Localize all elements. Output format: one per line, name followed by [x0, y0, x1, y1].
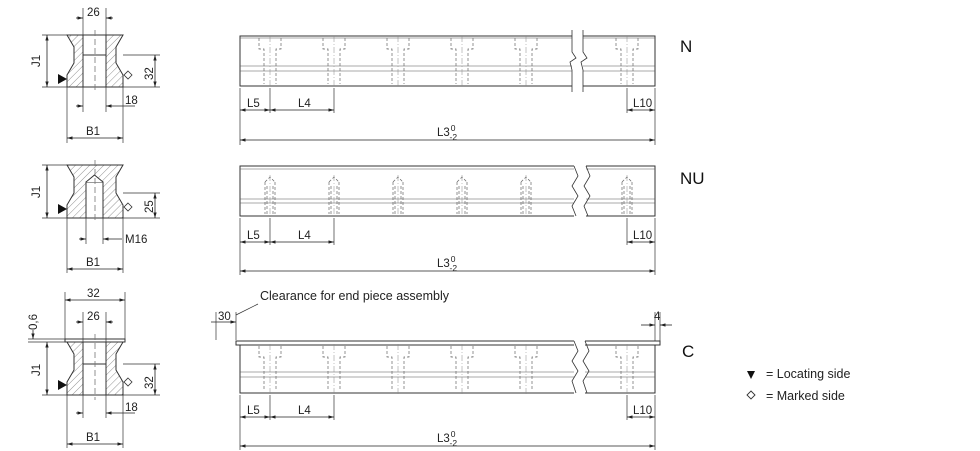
- type-label: N: [680, 37, 692, 56]
- hole: [520, 175, 532, 217]
- threaded-holes: [264, 175, 633, 217]
- hole: [514, 36, 538, 87]
- section-nu: J1 25 M16 B1: [31, 160, 160, 273]
- l10-label: L10: [633, 98, 652, 110]
- l10-label: L10: [633, 405, 652, 417]
- mounting-holes: [258, 344, 639, 394]
- marked-side-icon: [123, 70, 133, 80]
- width-label: B1: [86, 257, 100, 269]
- rail-n: L5 L4 L10 L30-2 N: [239, 30, 692, 145]
- l5-label: L5: [247, 405, 260, 417]
- section-n: 26 J1 32 18 B1: [31, 7, 160, 143]
- locating-side-icon: [58, 204, 67, 214]
- length-label: L30-2: [437, 429, 457, 448]
- hole: [450, 344, 474, 394]
- legend-locating: = Locating side: [766, 367, 850, 381]
- section-c: 32 26 0,6 J1 32 18 B1: [28, 288, 160, 448]
- end-clearance-right: 4: [654, 311, 661, 323]
- cap-height-label: 0,6: [28, 314, 40, 330]
- width-label: B1: [86, 432, 100, 444]
- mounting-holes: [258, 36, 639, 87]
- locating-side-icon: [58, 74, 67, 84]
- hole: [450, 36, 474, 87]
- l10-label: L10: [633, 230, 652, 242]
- hole: [514, 344, 538, 394]
- rail-nu: L5 L4 L10 L30-2 NU: [239, 160, 705, 275]
- clearance-note: Clearance for end piece assembly: [260, 289, 450, 303]
- hole: [615, 36, 639, 87]
- top-width-label: 26: [87, 311, 100, 323]
- marked-side-icon: [746, 390, 756, 400]
- width-label: B1: [86, 126, 100, 138]
- l5-label: L5: [247, 230, 260, 242]
- height-label: J1: [31, 186, 43, 198]
- hole: [264, 175, 276, 217]
- marked-side-icon: [123, 202, 133, 212]
- legend-marked: = Marked side: [766, 389, 845, 403]
- locating-side-icon: [58, 380, 67, 390]
- hole: [615, 344, 639, 394]
- hole: [322, 344, 346, 394]
- height-dim-label: 32: [144, 376, 156, 389]
- length-label: L30-2: [437, 254, 457, 273]
- locating-side-icon: [747, 371, 755, 379]
- l4-label: L4: [298, 98, 311, 110]
- cap-width-label: 32: [87, 288, 100, 300]
- type-label: NU: [680, 169, 705, 188]
- hole: [392, 175, 404, 217]
- hole: [258, 344, 282, 394]
- height-dim-label: 32: [144, 67, 156, 80]
- l5-label: L5: [247, 98, 260, 110]
- hole: [456, 175, 468, 217]
- cover-strip: [235, 340, 661, 346]
- l4-label: L4: [298, 230, 311, 242]
- top-width-label: 26: [87, 7, 100, 19]
- hole: [328, 175, 340, 217]
- height-label: J1: [31, 55, 43, 67]
- height-dim-label: 25: [144, 200, 156, 213]
- legend: = Locating side = Marked side: [746, 367, 850, 403]
- type-label: C: [682, 342, 694, 361]
- hole: [386, 344, 410, 394]
- hole-label: 18: [125, 402, 138, 414]
- end-clearance-left: 30: [218, 311, 231, 323]
- hole: [258, 36, 282, 87]
- hole: [322, 36, 346, 87]
- height-label: J1: [31, 364, 43, 376]
- l4-label: L4: [298, 405, 311, 417]
- marked-side-icon: [123, 377, 133, 387]
- hole: [386, 36, 410, 87]
- rail-c: Clearance for end piece assembly 30 4 L5…: [211, 289, 694, 450]
- hole-label: 18: [125, 95, 138, 107]
- thread-label: M16: [125, 234, 147, 246]
- length-label: L30-2: [437, 123, 457, 142]
- hole: [621, 175, 633, 217]
